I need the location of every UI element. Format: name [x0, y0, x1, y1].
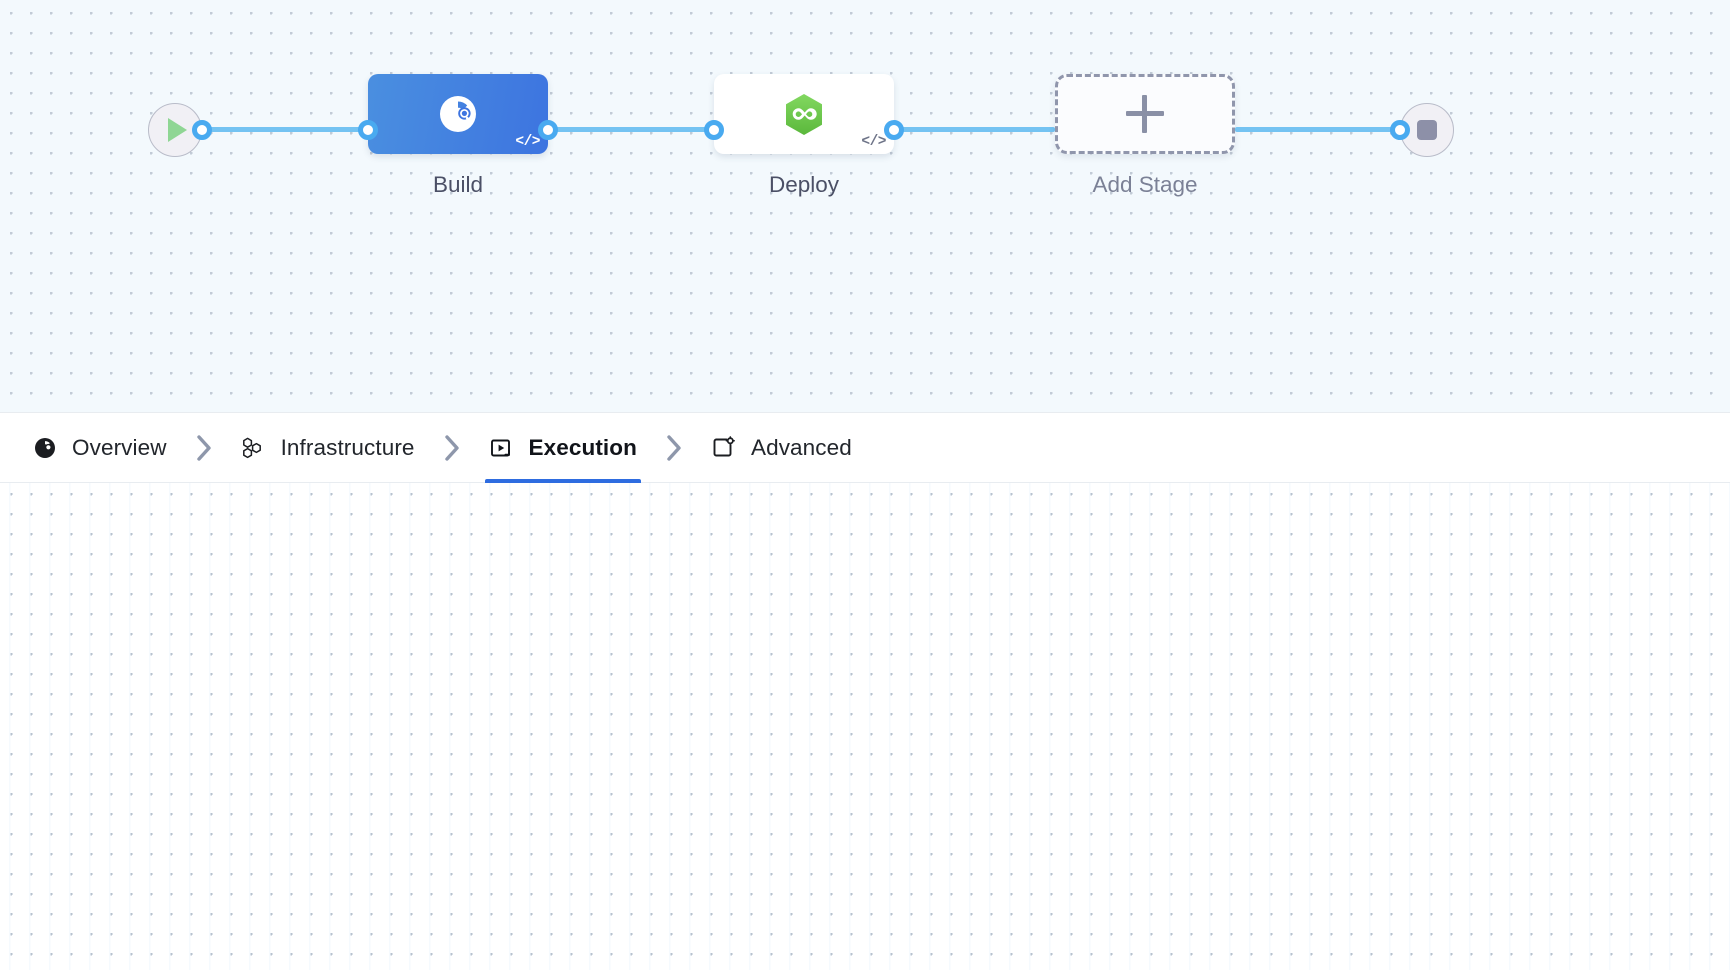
stages-canvas[interactable]: </> Build: [0, 0, 1730, 413]
build-stage-outport[interactable]: [538, 120, 558, 140]
chevron-right-icon: [643, 433, 705, 463]
pipeline-end-circle[interactable]: [1400, 103, 1454, 157]
ci-circle-icon: [32, 435, 58, 461]
chevron-right-icon: [173, 433, 235, 463]
stage-node-build[interactable]: </> Build: [368, 74, 548, 200]
stages-end-port[interactable]: [1390, 120, 1410, 140]
add-stage-node[interactable]: Add Stage: [1055, 74, 1235, 200]
deploy-stage-outport[interactable]: [884, 120, 904, 140]
stages-end-node[interactable]: [1400, 103, 1454, 157]
stage-label-build: Build: [432, 172, 484, 197]
stage-config-tabbar: Overview Infrastructure: [0, 413, 1730, 483]
stages-connector-1: [207, 127, 363, 132]
steps-canvas[interactable]: </> Build and Test: [0, 483, 1730, 970]
play-square-icon: [489, 435, 515, 461]
card-gear-icon: [711, 435, 737, 461]
add-stage-button[interactable]: [1055, 74, 1235, 154]
build-stage-inport[interactable]: [358, 120, 378, 140]
tab-label-execution: Execution: [528, 434, 637, 460]
code-view-badge[interactable]: </>: [515, 134, 540, 150]
stages-connector-4: [1235, 127, 1395, 132]
play-icon: [168, 118, 187, 142]
hexagons-icon: [241, 435, 267, 461]
stage-card-deploy[interactable]: </>: [714, 74, 894, 154]
tab-advanced[interactable]: Advanced: [705, 413, 858, 483]
stages-start-port[interactable]: [192, 120, 212, 140]
add-stage-label: Add Stage: [1092, 172, 1198, 197]
deploy-stage-inport[interactable]: [704, 120, 724, 140]
tab-execution[interactable]: Execution: [483, 413, 643, 483]
stages-connector-2: [553, 127, 709, 132]
stages-pipeline-row: </> Build: [0, 74, 1730, 200]
tab-label-overview: Overview: [72, 434, 167, 460]
plus-icon: [1126, 95, 1164, 133]
ci-build-icon: [434, 90, 482, 138]
chevron-right-icon: [421, 433, 483, 463]
cd-hexagon-icon: [778, 88, 830, 140]
tab-infrastructure[interactable]: Infrastructure: [235, 413, 421, 483]
stage-label-deploy: Deploy: [768, 172, 840, 197]
stages-connector-3: [899, 127, 1055, 132]
stop-icon: [1417, 120, 1437, 140]
stage-node-deploy[interactable]: </> Deploy: [714, 74, 894, 200]
tab-label-advanced: Advanced: [750, 434, 852, 460]
code-view-badge[interactable]: </>: [861, 134, 886, 150]
tab-overview[interactable]: Overview: [26, 413, 173, 483]
tab-label-infrastructure: Infrastructure: [280, 434, 415, 460]
stage-card-build[interactable]: </>: [368, 74, 548, 154]
